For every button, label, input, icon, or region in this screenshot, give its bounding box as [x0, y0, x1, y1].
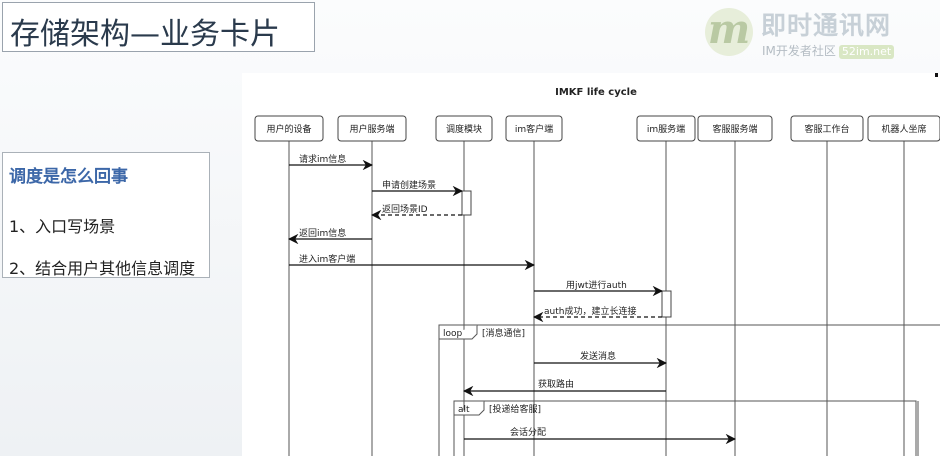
- participant-box: [697, 115, 773, 142]
- participant-label: 用户服务端: [349, 123, 394, 135]
- fragment-tab: [439, 325, 478, 340]
- participant-label: im服务端: [647, 123, 685, 135]
- fragment-frame: [453, 400, 917, 456]
- notes-item: 1、入口写场景: [9, 217, 116, 236]
- participant-box: [790, 115, 864, 142]
- notes-box: 调度是怎么回事 1、入口写场景 2、结合用户其他信息调度: [2, 152, 210, 278]
- notes-heading: 调度是怎么回事: [9, 167, 128, 187]
- participant-label: 调度模块: [446, 123, 482, 135]
- message-label: 申请创建场景: [382, 179, 436, 191]
- fragment-frame: [438, 324, 940, 456]
- fragment-guard: [消息通信]: [482, 327, 525, 339]
- participant-box: [636, 115, 696, 142]
- participant-label: 客服工作台: [804, 123, 849, 135]
- fragment-guard: [投递给客服]: [489, 403, 541, 415]
- participant-box: [435, 115, 493, 142]
- participant-label: im客户端: [515, 123, 553, 135]
- activation-bar: [461, 190, 472, 216]
- fragment-tab: [454, 401, 485, 416]
- message-label: 获取路由: [538, 378, 574, 390]
- corner-mark: [935, 73, 938, 77]
- participant-box: [867, 115, 940, 142]
- message-label: 会话分配: [510, 426, 546, 438]
- sequence-diagram-svg: IMKF life cycle 用户的设备 用户服务端 调度模块 im客户端 im服务端 客…: [254, 73, 940, 456]
- activation-bar: [661, 290, 672, 318]
- slide-title: 存储架构—业务卡片: [10, 17, 280, 52]
- sequence-diagram: IMKF life cycle 用户的设备 用户服务端 调度模块 im客户端 im服务端 客…: [242, 73, 940, 456]
- message-label: 返回im信息: [299, 227, 346, 239]
- message-label: 用jwt进行auth: [566, 279, 627, 291]
- logo-name: 即时通讯网: [761, 11, 892, 40]
- message-label: 请求im信息: [299, 153, 346, 165]
- diagram-title: IMKF life cycle: [555, 87, 637, 98]
- slide-title-box: 存储架构—业务卡片: [2, 2, 315, 52]
- message-label: 返回场景ID: [382, 203, 428, 215]
- message-label: 发送消息: [580, 350, 616, 362]
- logo-m-icon: m: [705, 8, 753, 56]
- participant-label: 机器人坐席: [881, 123, 926, 135]
- logo-badge: 52im.net: [838, 45, 895, 59]
- message-label: auth成功，建立长连接: [544, 305, 636, 317]
- participant-label: 用户的设备: [266, 123, 311, 135]
- fragment-keyword: loop: [443, 329, 463, 339]
- message-label: 进入im客户端: [299, 253, 355, 265]
- notes-item: 2、结合用户其他信息调度: [9, 259, 196, 278]
- participant-label: 客服服务端: [712, 123, 757, 135]
- participant-box: [505, 115, 563, 142]
- participant-box: [254, 115, 324, 142]
- logo-subtitle-text: IM开发者社区: [762, 44, 836, 58]
- fragment-keyword: alt: [458, 405, 470, 415]
- participant-box: [337, 115, 407, 142]
